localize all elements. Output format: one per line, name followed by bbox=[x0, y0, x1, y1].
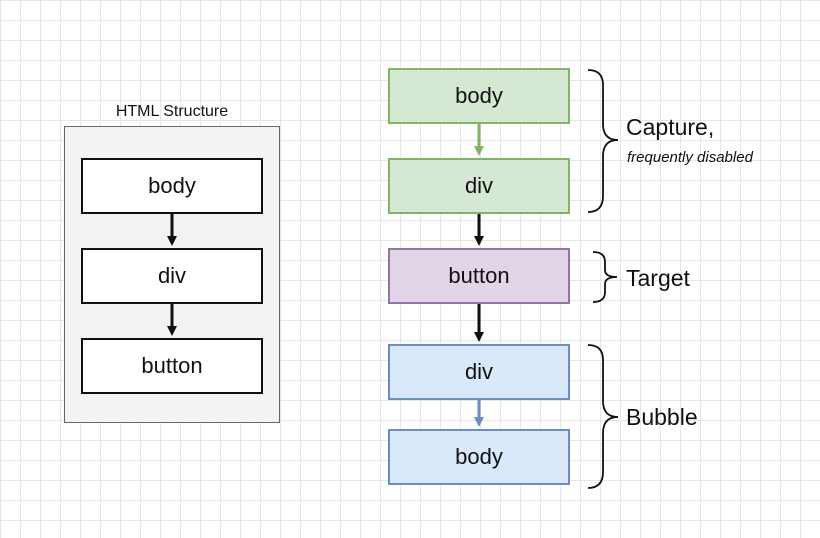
bubble-brace bbox=[587, 344, 619, 489]
target-label: Target bbox=[626, 265, 690, 291]
capture-note: frequently disabled bbox=[627, 149, 753, 166]
target-node-button[interactable]: button bbox=[388, 248, 570, 304]
structure-node-body[interactable]: body bbox=[81, 158, 263, 214]
html-structure-title: HTML Structure bbox=[115, 103, 229, 120]
structure-node-div[interactable]: div bbox=[81, 248, 263, 304]
capture-label: Capture, bbox=[626, 114, 715, 140]
capture-brace bbox=[587, 69, 619, 213]
bubble-label: Bubble bbox=[626, 404, 698, 430]
capture-node-div[interactable]: div bbox=[388, 158, 570, 214]
structure-node-button[interactable]: button bbox=[81, 338, 263, 394]
bubble-node-div[interactable]: div bbox=[388, 344, 570, 400]
bubble-node-body[interactable]: body bbox=[388, 429, 570, 485]
capture-node-body[interactable]: body bbox=[388, 68, 570, 124]
target-brace bbox=[592, 251, 618, 303]
